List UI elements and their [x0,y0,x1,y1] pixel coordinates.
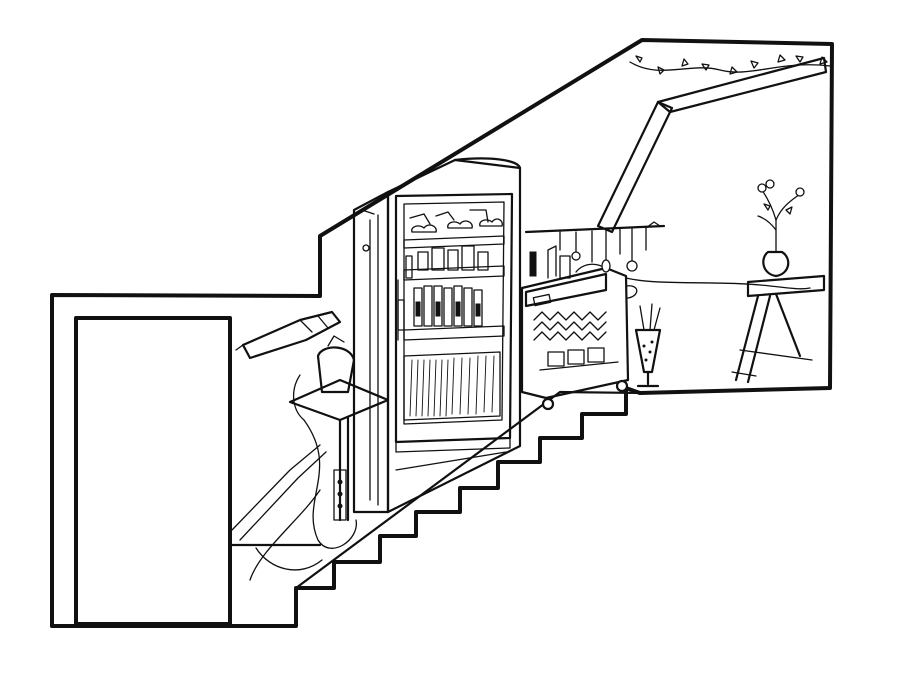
wire [625,277,811,290]
tall-cabinet [352,190,390,514]
work-lamp-stand [249,335,390,581]
trestle-table [731,274,826,384]
stair-underside [228,444,327,547]
open-shelf-cabinet [386,157,522,514]
closet-door [74,316,232,626]
roof-beam [596,56,828,234]
tall-glass [634,303,662,388]
vine-garland [629,54,831,75]
outer-outline [50,38,834,628]
hanging-utensil-rail [524,221,666,273]
rolling-tool-cart [520,245,638,411]
records-shelf [403,351,501,421]
reciprocating-saw [235,310,342,360]
jars-shelf [417,245,489,271]
binders-shelf [413,285,483,327]
flower-vase [757,179,805,278]
